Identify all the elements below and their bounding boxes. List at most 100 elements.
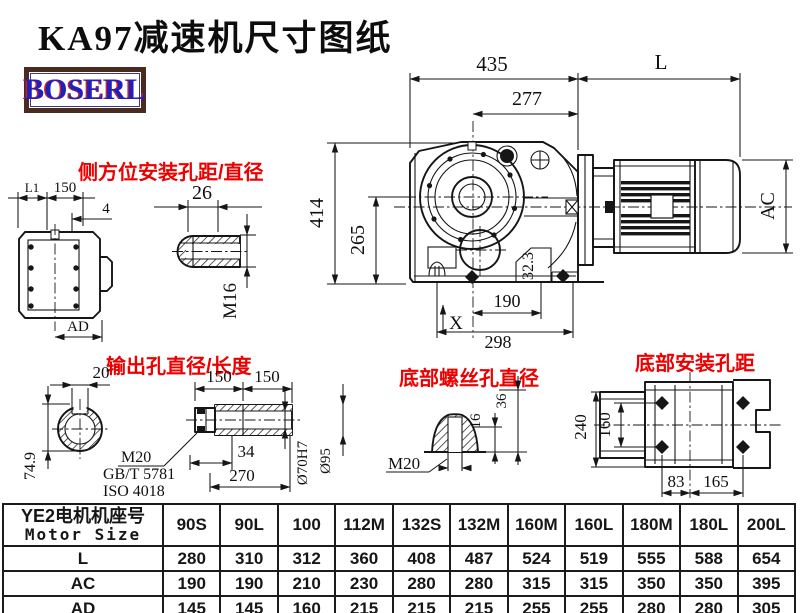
table-cell: 395 bbox=[736, 570, 797, 597]
table-cell: 315 bbox=[564, 570, 624, 597]
table-cell: 215 bbox=[334, 595, 394, 613]
table-cell: 305 bbox=[736, 595, 797, 613]
table-cell: 524 bbox=[506, 545, 567, 572]
table-header-motor-size: YE2电机机座号 Motor Size bbox=[2, 503, 164, 547]
dim-ac: AC bbox=[757, 192, 779, 220]
technical-drawing-canvas: L1 150 4 AD 26 bbox=[8, 50, 793, 500]
table-row-label: L bbox=[2, 545, 164, 572]
dim-150a: 150 bbox=[206, 367, 232, 386]
dim-150-side: 150 bbox=[54, 180, 77, 196]
dim-277: 277 bbox=[512, 88, 542, 110]
table-col-header: 132S bbox=[391, 503, 452, 547]
dim-414: 414 bbox=[306, 198, 328, 228]
table-row-label: AD bbox=[2, 595, 164, 613]
table-cell: 315 bbox=[506, 570, 567, 597]
table-cell: 350 bbox=[679, 570, 739, 597]
table-col-header: 180L bbox=[679, 503, 739, 547]
dim-bore-70: Ø70H7 bbox=[295, 440, 311, 485]
table-cell: 210 bbox=[276, 570, 337, 597]
label-output-hole: 输出孔直径/长度 bbox=[106, 356, 252, 378]
table-cell: 215 bbox=[391, 595, 452, 613]
dim-32-3: 32.3 bbox=[520, 252, 537, 280]
dim-298: 298 bbox=[485, 332, 512, 352]
table-col-header: 90S bbox=[161, 503, 222, 547]
dim-270: 270 bbox=[229, 466, 255, 485]
bottom-mount-view: 240 160 83 165 bbox=[571, 372, 782, 498]
dim-34: 34 bbox=[238, 442, 256, 461]
std-iso: ISO 4018 bbox=[103, 483, 165, 500]
table-cell: 360 bbox=[334, 545, 394, 572]
table-cell: 280 bbox=[621, 595, 682, 613]
dim-od-95: Ø95 bbox=[318, 448, 334, 474]
table-col-header: 132M bbox=[449, 503, 509, 547]
table-cell: 588 bbox=[679, 545, 739, 572]
table-cell: 145 bbox=[219, 595, 279, 613]
table-cell: 280 bbox=[161, 545, 222, 572]
table-cell: 280 bbox=[449, 570, 509, 597]
dim-265: 265 bbox=[347, 225, 369, 255]
main-view: 32.3 bbox=[306, 50, 793, 352]
table-cell: 312 bbox=[276, 545, 337, 572]
table-col-header: 200L bbox=[736, 503, 797, 547]
dim-20: 20 bbox=[93, 363, 110, 382]
dim-motor-l: L bbox=[655, 50, 668, 74]
dim-160: 160 bbox=[595, 412, 614, 438]
boserl-logo-text: BOSERL bbox=[24, 73, 146, 107]
dim-4: 4 bbox=[102, 201, 110, 217]
dim-x: X bbox=[449, 313, 463, 334]
table-cell: 280 bbox=[679, 595, 739, 613]
bottom-screw-view: M20 16 36 bbox=[386, 376, 527, 473]
table-cell: 280 bbox=[391, 570, 452, 597]
table-row-ad: AD 145 145 160 215 215 215 255 255 280 2… bbox=[2, 595, 797, 613]
label-bottom-screw: 底部螺丝孔直径 bbox=[399, 368, 539, 390]
table-col-header: 112M bbox=[334, 503, 394, 547]
label-side-mount: 侧方位安装孔距/直径 bbox=[78, 162, 264, 184]
table-cell: 255 bbox=[564, 595, 624, 613]
table-cell: 487 bbox=[449, 545, 509, 572]
side-bolt-view: 26 M16 bbox=[154, 182, 262, 319]
boserl-logo: BOSERL bbox=[24, 67, 146, 113]
table-cell: 519 bbox=[564, 545, 624, 572]
table-header-cn: YE2电机机座号 bbox=[20, 506, 146, 526]
table-header-row: YE2电机机座号 Motor Size 90S 90L 100 112M 132… bbox=[2, 503, 797, 547]
dim-74-9: 74.9 bbox=[22, 452, 39, 480]
dim-ad: AD bbox=[67, 319, 89, 335]
table-cell: 408 bbox=[391, 545, 452, 572]
dim-m16: M16 bbox=[220, 283, 241, 319]
dim-16: 16 bbox=[468, 413, 484, 429]
dim-m20-screw: M20 bbox=[388, 454, 420, 473]
table-cell: 160 bbox=[276, 595, 337, 613]
dim-165: 165 bbox=[703, 472, 729, 491]
dim-l1: L1 bbox=[25, 180, 39, 195]
page-title: KA97减速机尺寸图纸 bbox=[38, 19, 393, 58]
side-mount-view: L1 150 4 AD bbox=[8, 180, 113, 342]
table-cell: 350 bbox=[621, 570, 682, 597]
table-cell: 215 bbox=[449, 595, 509, 613]
dim-m20-output: M20 bbox=[121, 449, 151, 466]
output-hole-view: 20 74.9 150 150 M20 bbox=[22, 363, 347, 500]
table-cell: 310 bbox=[219, 545, 279, 572]
dim-150b: 150 bbox=[254, 367, 280, 386]
dim-26: 26 bbox=[192, 182, 212, 204]
table-row-l: L 280 310 312 360 408 487 524 519 555 58… bbox=[2, 545, 797, 572]
motor-size-table: YE2电机机座号 Motor Size 90S 90L 100 112M 132… bbox=[2, 503, 797, 613]
table-row-ac: AC 190 190 210 230 280 280 315 315 350 3… bbox=[2, 570, 797, 597]
std-gb: GB/T 5781 bbox=[103, 466, 175, 483]
table-col-header: 160L bbox=[564, 503, 624, 547]
dim-435: 435 bbox=[476, 52, 508, 76]
label-bottom-mount: 底部安装孔距 bbox=[635, 353, 755, 375]
table-cell: 190 bbox=[219, 570, 279, 597]
table-col-header: 180M bbox=[621, 503, 682, 547]
dim-190: 190 bbox=[494, 291, 521, 311]
table-row-label: AC bbox=[2, 570, 164, 597]
table-col-header: 90L bbox=[219, 503, 279, 547]
table-cell: 255 bbox=[506, 595, 567, 613]
table-cell: 230 bbox=[334, 570, 394, 597]
dim-83: 83 bbox=[668, 472, 685, 491]
dim-36: 36 bbox=[494, 393, 510, 409]
table-cell: 555 bbox=[621, 545, 682, 572]
table-cell: 654 bbox=[736, 545, 797, 572]
table-col-header: 160M bbox=[506, 503, 567, 547]
table-cell: 190 bbox=[161, 570, 222, 597]
